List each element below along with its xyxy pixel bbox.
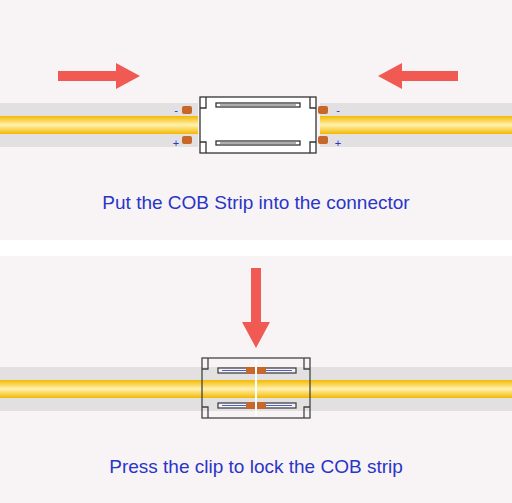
copper-pad [246,367,266,409]
panel [0,256,512,503]
step-caption: Press the clip to lock the COB strip [109,457,403,476]
panel [0,0,512,240]
polarity-sign: - [174,105,178,116]
connector [202,358,310,418]
polarity-sign: + [173,138,179,149]
step-caption: Put the COB Strip into the connector [102,193,409,212]
connector [200,97,316,153]
polarity-sign: - [336,105,340,116]
push-arrow [58,63,458,89]
polarity-sign: + [335,138,341,149]
press-arrow [242,268,270,348]
